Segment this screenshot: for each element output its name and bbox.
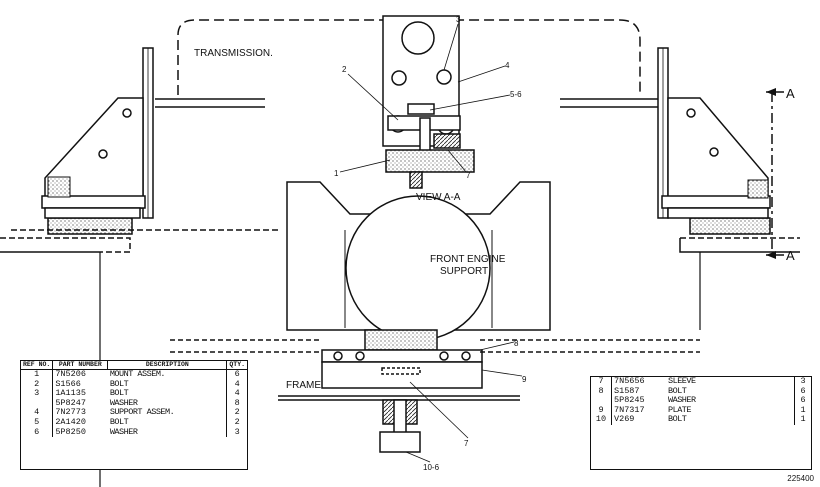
description-cell: WASHER (668, 395, 696, 406)
part-number-cell: 5P8250 (55, 426, 86, 437)
ref-cell: 4 (21, 408, 54, 418)
table-row: 8 S1587 BOLT 6 (591, 385, 811, 397)
description-cell: BOLT (668, 414, 687, 425)
table-row: 9 7N7317 PLATE 1 (591, 404, 811, 416)
callout: 4 (505, 61, 510, 70)
table-row: 10 V269 BOLT 1 (591, 415, 811, 425)
parts-list-right: 7 7N5656 SLEEVE 3 8 S1587 BOLT 6 5P8245 … (590, 376, 812, 470)
description-cell: SUPPORT ASSEM. (109, 407, 175, 418)
support-label-1: FRONT ENGINE (430, 254, 506, 265)
qty-cell: 4 (226, 389, 247, 399)
section-a-bottom-label: A (786, 248, 795, 263)
part-number-cell: 7N5206 (55, 369, 86, 379)
description-cell: BOLT (668, 385, 687, 396)
ref-cell: 7 (591, 376, 612, 387)
header-ref: REF NO. (21, 361, 54, 370)
callout: 2 (342, 65, 347, 74)
left-mount (0, 47, 265, 487)
ref-cell: 2 (21, 379, 54, 390)
header-part-number: PART NUMBER (52, 361, 109, 370)
table-row: 5 2A1420 BOLT 2 (21, 416, 247, 428)
qty-cell: 2 (226, 408, 247, 418)
front-engine-support (10, 181, 700, 453)
ref-cell: 10 (591, 415, 612, 425)
description-cell: WASHER (109, 426, 138, 437)
part-number-cell: 7N5656 (614, 376, 645, 386)
qty-cell: 6 (794, 386, 811, 397)
qty-cell: 8 (226, 398, 247, 409)
part-number-cell: S1566 (55, 378, 81, 389)
description-cell: BOLT (109, 416, 129, 427)
part-number-cell: 7N7317 (614, 404, 645, 415)
description-cell: SLEEVE (668, 376, 696, 386)
part-number-cell: 5P8245 (614, 395, 645, 406)
callout: 3 (456, 15, 461, 24)
part-number-cell: S1587 (614, 385, 640, 396)
qty-cell: 1 (794, 415, 811, 425)
transmission-label: TRANSMISSION. (194, 48, 273, 59)
drawing-number: 225400 (787, 474, 814, 483)
description-cell: BOLT (109, 378, 129, 389)
description-cell: MOUNT ASSEM. (109, 369, 166, 379)
ref-cell (591, 396, 612, 406)
callout: 10-6 (423, 463, 440, 472)
part-number-cell: 1A1135 (55, 388, 86, 399)
table-row: 5P8245 WASHER 6 (591, 396, 811, 406)
parts-list-left: REF NO. PART NUMBER DESCRIPTION QTY. 1 7… (20, 360, 248, 470)
table-row: 5P8247 WASHER 8 (21, 397, 247, 409)
part-number-cell: 7N2773 (55, 407, 86, 418)
table-row: 1 7N5206 MOUNT ASSEM. 6 (21, 369, 247, 380)
description-cell: PLATE (668, 404, 692, 415)
table-row: 6 5P8250 WASHER 3 (21, 426, 247, 438)
callout: 7 (466, 171, 471, 180)
callout: 5-6 (510, 90, 522, 99)
section-a-top-label: A (786, 86, 795, 101)
description-cell: BOLT (109, 388, 129, 399)
ref-cell: 1 (21, 369, 54, 380)
table-row: 3 1A1135 BOLT 4 (21, 389, 247, 399)
callout: 9 (522, 375, 527, 384)
callout: 8 (514, 339, 519, 348)
qty-cell: 6 (794, 396, 811, 406)
description-cell: WASHER (109, 397, 138, 408)
part-number-cell: V269 (614, 414, 635, 425)
leader-lines (339, 23, 523, 463)
frame-label: FRAME (286, 380, 321, 391)
transmission-outline (177, 19, 641, 95)
table-row: 4 7N2773 SUPPORT ASSEM. 2 (21, 408, 247, 418)
callout: 7 (464, 439, 469, 448)
ref-cell: 6 (21, 427, 54, 438)
support-label-2: SUPPORT (440, 266, 488, 277)
qty-cell: 3 (794, 376, 811, 387)
right-mount (560, 47, 800, 330)
part-number-cell: 5P8247 (55, 397, 86, 408)
qty-cell: 1 (794, 405, 811, 416)
qty-cell: 4 (226, 379, 247, 390)
ref-cell: 9 (591, 405, 612, 416)
qty-cell: 3 (226, 427, 247, 438)
callout: 1 (334, 169, 339, 178)
header-qty: QTY. (226, 361, 247, 370)
view-label: VIEW A-A (416, 192, 461, 203)
ref-cell: 3 (21, 389, 54, 399)
ref-cell: 5 (21, 417, 54, 428)
qty-cell: 2 (226, 417, 247, 428)
ref-cell: 8 (591, 386, 612, 397)
view-a-a (382, 15, 475, 189)
qty-cell: 6 (226, 369, 247, 380)
table-row: 2 S1566 BOLT 4 (21, 378, 247, 390)
part-number-cell: 2A1420 (55, 416, 86, 427)
table-row: 7 7N5656 SLEEVE 3 (591, 376, 811, 387)
ref-cell (21, 398, 54, 409)
